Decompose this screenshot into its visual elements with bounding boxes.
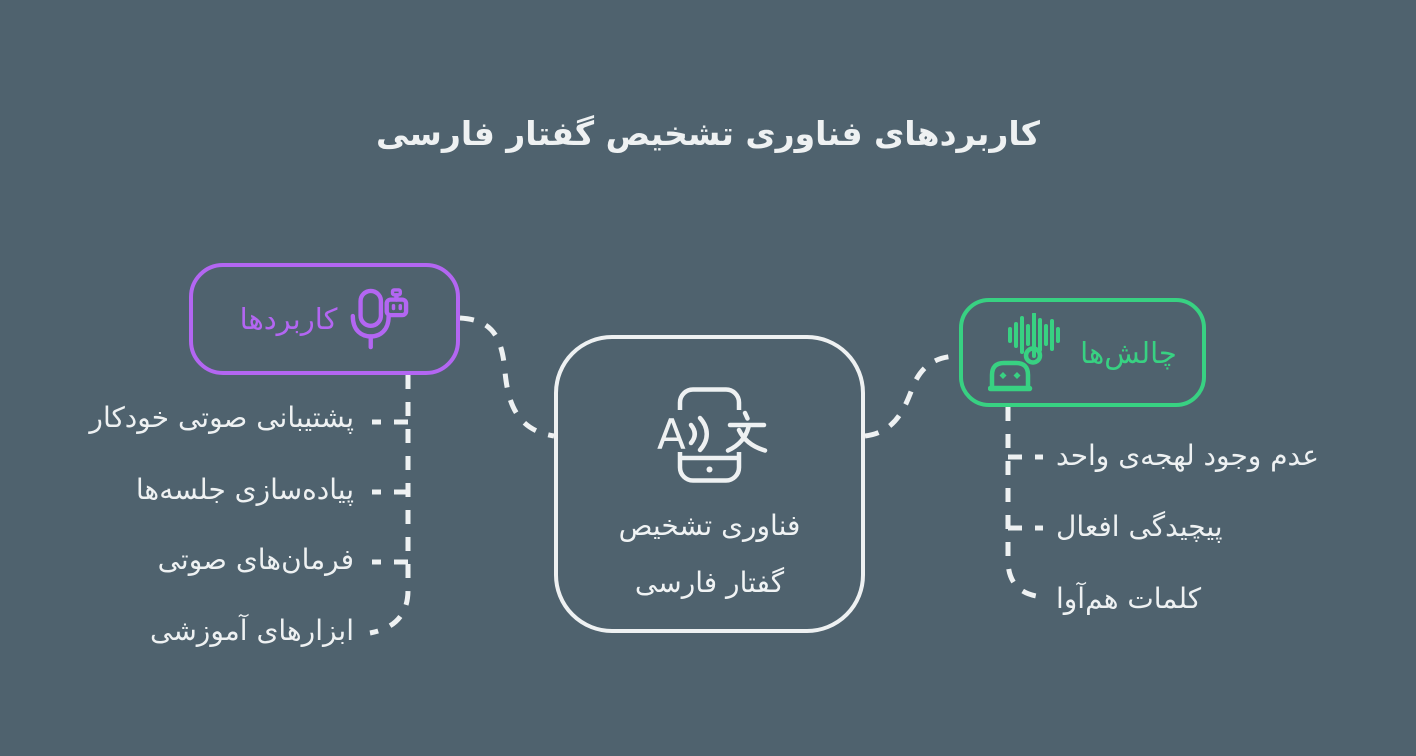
node-center-label-line2: گفتار فارسی bbox=[634, 566, 785, 599]
node-applications: کاربردها bbox=[189, 263, 460, 375]
node-applications-label: کاربردها bbox=[239, 302, 338, 336]
applications-item-2: پیاده‌سازی جلسه‌ها bbox=[135, 473, 354, 506]
applications-item-1: پشتیبانی صوتی خودکار bbox=[89, 401, 354, 434]
node-challenges-label: چالش‌ها bbox=[1080, 335, 1177, 370]
node-center-technology: A فناوری تشخیص گفتار فارسی bbox=[554, 335, 865, 633]
node-challenges: چالش‌ها bbox=[959, 298, 1206, 407]
microphone-robot-icon bbox=[351, 288, 409, 350]
connector-challenges-branch-line bbox=[1005, 407, 1044, 600]
svg-text:A: A bbox=[657, 410, 686, 459]
node-center-label-line1: فناوری تشخیص bbox=[618, 509, 801, 542]
connector-center-to-challenges bbox=[864, 353, 960, 439]
robot-soundwave-icon bbox=[988, 312, 1061, 391]
challenges-item-2: پیچیدگی افعال bbox=[1056, 510, 1223, 543]
connector-apps-to-center bbox=[459, 315, 555, 439]
applications-item-3: فرمان‌های صوتی bbox=[157, 543, 354, 576]
challenges-item-3: کلمات هم‌آوا bbox=[1056, 582, 1202, 615]
connector-apps-branch-line bbox=[369, 375, 411, 636]
challenges-item-1: عدم وجود لهجه‌ی واحد bbox=[1056, 439, 1319, 472]
node-center-label: فناوری تشخیص گفتار فارسی bbox=[619, 497, 801, 611]
applications-item-4: ابزارهای آموزشی bbox=[150, 614, 354, 647]
diagram-title: کاربردهای فناوری تشخیص گفتار فارسی bbox=[375, 114, 1040, 153]
speech-to-text-phone-icon: A bbox=[651, 387, 768, 483]
